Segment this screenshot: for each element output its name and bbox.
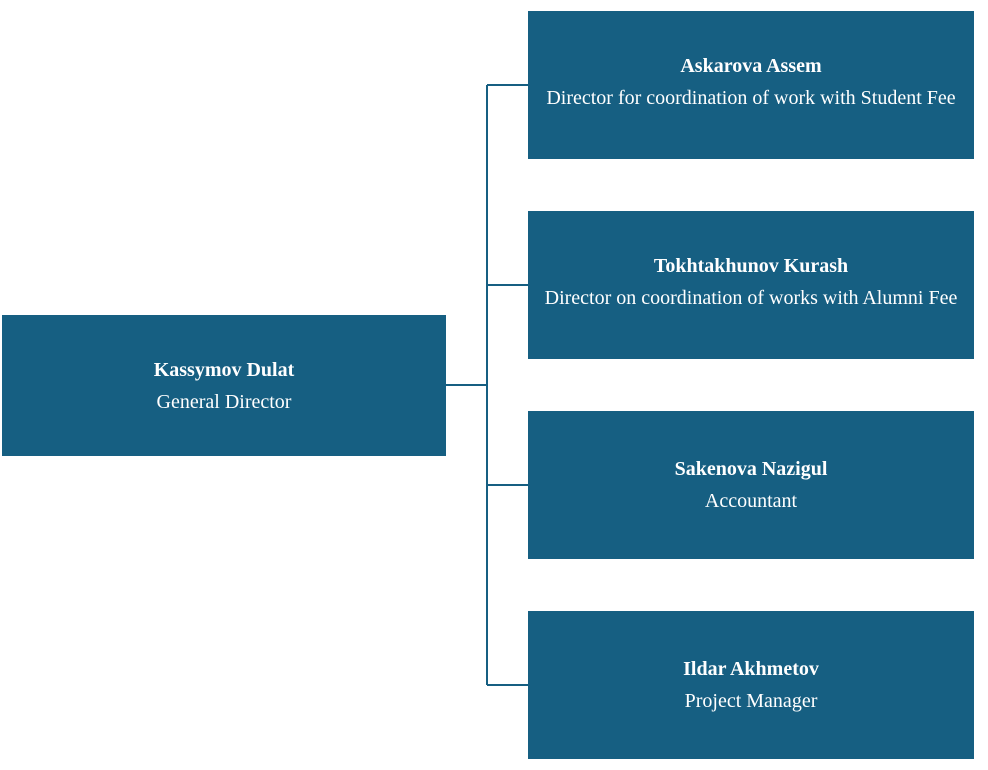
child-name-1: Askarova Assem [680,55,822,77]
child-role-4: Project Manager [684,690,818,712]
root-node: Kassymov Dulat General Director [2,315,446,456]
child-node-3: Sakenova Nazigul Accountant [528,411,974,559]
child-node-2: Tokhtakhunov Kurash Director on coordina… [528,211,974,359]
child-node-4: Ildar Akhmetov Project Manager [528,611,974,759]
child-name-2: Tokhtakhunov Kurash [653,255,849,277]
child-role-1: Director for coordination of work with S… [546,87,956,109]
child-role-2: Director on coordination of works with A… [544,287,958,309]
root-name: Kassymov Dulat [153,358,295,381]
root-role: General Director [156,390,292,413]
child-node-1: Askarova Assem Director for coordination… [528,11,974,159]
child-name-3: Sakenova Nazigul [674,458,828,480]
child-name-4: Ildar Akhmetov [683,658,819,680]
child-role-3: Accountant [704,490,798,512]
